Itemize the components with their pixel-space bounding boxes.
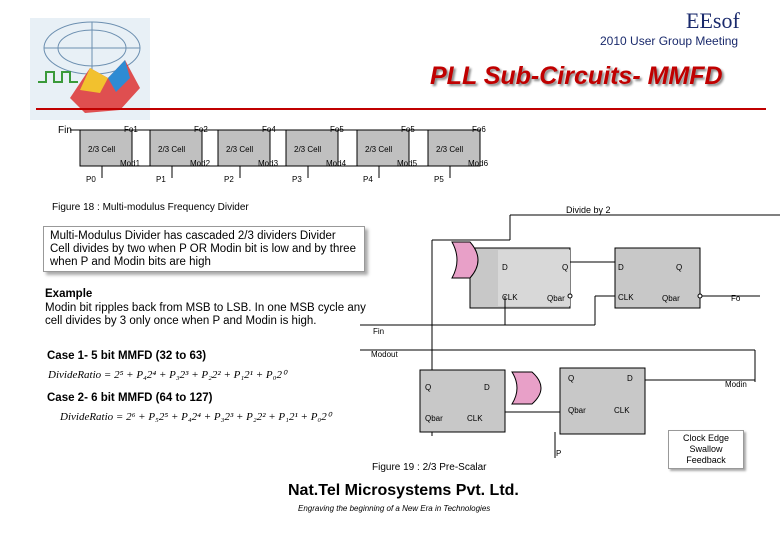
fin-label: Fin: [373, 327, 385, 336]
mod-label-1: Mod2: [190, 159, 211, 168]
divider-cell-4: [356, 129, 410, 167]
ff4-d-label: D: [627, 374, 633, 383]
divide-by-2-label: Divide by 2: [566, 205, 611, 215]
fo-label-0: Fo1: [124, 125, 138, 134]
ff1-clk-label: CLK: [502, 293, 518, 302]
fo-output-label: Fo: [731, 294, 741, 303]
case1-formula: DivideRatio = 2⁵ + P₄2⁴ + P₃2³ + P₂2² + …: [48, 369, 287, 381]
example-heading: Example: [45, 288, 93, 300]
meeting-label: 2010 User Group Meeting: [600, 34, 739, 48]
cell-label-5: 2/3 Cell: [436, 145, 464, 154]
p-label-4: P4: [363, 175, 373, 184]
modout-label: Modout: [371, 350, 398, 359]
ff1-d-label: D: [502, 263, 508, 272]
company-name: Nat.Tel Microsystems Pvt. Ltd.: [288, 482, 519, 499]
divider-cell-0: [79, 129, 133, 167]
ff4-qbar-label: Qbar: [568, 406, 586, 415]
slide-title: PLL Sub-Circuits- MMFD: [430, 62, 723, 90]
company-tagline: Engraving the beginning of a New Era in …: [298, 504, 491, 513]
mod-label-4: Mod5: [397, 159, 418, 168]
prescaler-diagram: [360, 214, 780, 458]
p-label-5: P5: [434, 175, 444, 184]
ff4-clk-label: CLK: [614, 406, 630, 415]
fo-label-4: Fo5: [401, 125, 415, 134]
divider-cell-3: [285, 129, 339, 167]
brand-name: EEsof: [686, 8, 740, 33]
fo-label-2: Fo4: [262, 125, 276, 134]
mod-label-5: Mod6: [468, 159, 489, 168]
p-label-3: P3: [292, 175, 302, 184]
ff2-qbar-label: Qbar: [662, 294, 680, 303]
mod-label-2: Mod3: [258, 159, 279, 168]
ff3-clk-label: CLK: [467, 414, 483, 423]
fo-label-3: Fo5: [330, 125, 344, 134]
p-label-1: P1: [156, 175, 166, 184]
divider-cell-1: [149, 129, 203, 167]
ff2-q-label: Q: [676, 263, 683, 272]
case1-heading: Case 1- 5 bit MMFD (32 to 63): [47, 350, 207, 362]
mod-label-3: Mod4: [326, 159, 347, 168]
p-label-2: P2: [224, 175, 234, 184]
ff2-clk-label: CLK: [618, 293, 634, 302]
divider-cell-2: [217, 129, 271, 167]
ff3-q-label: Q: [425, 383, 432, 392]
note-line-1: Clock Edge: [682, 433, 730, 443]
cell-label-3: 2/3 Cell: [294, 145, 322, 154]
figure-18-caption: Figure 18 : Multi-modulus Frequency Divi…: [52, 202, 249, 213]
ff1-q-label: Q: [562, 263, 569, 272]
divider-cell-5: [427, 129, 481, 167]
example-text: Modin bit ripples back from MSB to LSB. …: [45, 302, 366, 327]
cell-label-2: 2/3 Cell: [226, 145, 254, 154]
cell-label-1: 2/3 Cell: [158, 145, 186, 154]
mod-label-0: Mod1: [120, 159, 141, 168]
ff2-d-label: D: [618, 263, 624, 272]
clock-edge-note: Clock Edge Swallow Feedback: [668, 430, 744, 469]
note-line-3: Feedback: [686, 455, 726, 465]
fo-label-1: Fo2: [194, 125, 208, 134]
p-label: P: [556, 449, 562, 458]
ff3-d-label: D: [484, 383, 490, 392]
ff4-q-label: Q: [568, 374, 575, 383]
figure-19-caption: Figure 19 : 2/3 Pre-Scalar: [372, 462, 487, 473]
eesof-logo-graphic: [30, 18, 150, 120]
fo-label-5: Fo6: [472, 125, 486, 134]
title-divider: [36, 108, 766, 110]
mmfd-description-box: Multi-Modulus Divider has cascaded 2/3 d…: [43, 226, 365, 272]
mmfd-chain-diagram: [70, 129, 481, 178]
case2-heading: Case 2- 6 bit MMFD (64 to 127): [47, 392, 213, 404]
p-label-0: P0: [86, 175, 96, 184]
ff1-qbar-label: Qbar: [547, 294, 565, 303]
cell-label-4: 2/3 Cell: [365, 145, 393, 154]
case2-formula: DivideRatio = 2⁶ + P₅2⁵ + P₄2⁴ + P₃2³ + …: [60, 411, 332, 423]
cell-label-0: 2/3 Cell: [88, 145, 116, 154]
note-line-2: Swallow: [689, 444, 723, 454]
mmfd-description-text: Multi-Modulus Divider has cascaded 2/3 d…: [50, 230, 356, 268]
modin-label: Modin: [725, 380, 747, 389]
mmfd-input-label: Fin: [58, 125, 72, 136]
ff3-qbar-label: Qbar: [425, 414, 443, 423]
